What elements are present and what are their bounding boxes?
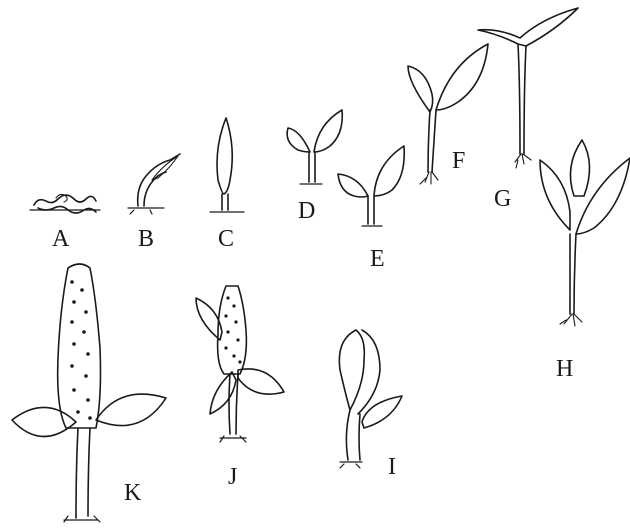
- stage-d-label: D: [298, 198, 315, 224]
- stage-j-label: J: [228, 464, 237, 490]
- stage-e-drawing: [338, 146, 404, 226]
- stage-k-drawing: [12, 264, 166, 522]
- stage-f-label: F: [452, 148, 465, 174]
- stage-f-drawing: [408, 44, 488, 184]
- stage-a-drawing: [30, 194, 100, 213]
- stage-k-spike-dots: [70, 280, 92, 420]
- stage-h-label: H: [556, 356, 573, 382]
- stage-k-label: K: [124, 480, 142, 506]
- stage-e-label: E: [370, 246, 385, 272]
- stage-c-label: C: [218, 226, 234, 252]
- stage-g-drawing: [478, 8, 578, 168]
- stage-i-label: I: [388, 454, 396, 480]
- stage-j-spike-dots: [224, 296, 241, 363]
- stage-h-drawing: [540, 140, 630, 326]
- stage-b-drawing: [128, 154, 180, 214]
- stage-a-label: A: [52, 226, 70, 252]
- stage-j-drawing: [196, 286, 284, 442]
- stage-b-label: B: [138, 226, 154, 252]
- stage-g-label: G: [494, 186, 511, 212]
- stage-i-drawing: [339, 330, 402, 468]
- stage-c-drawing: [210, 118, 244, 212]
- stage-d-drawing: [287, 110, 342, 184]
